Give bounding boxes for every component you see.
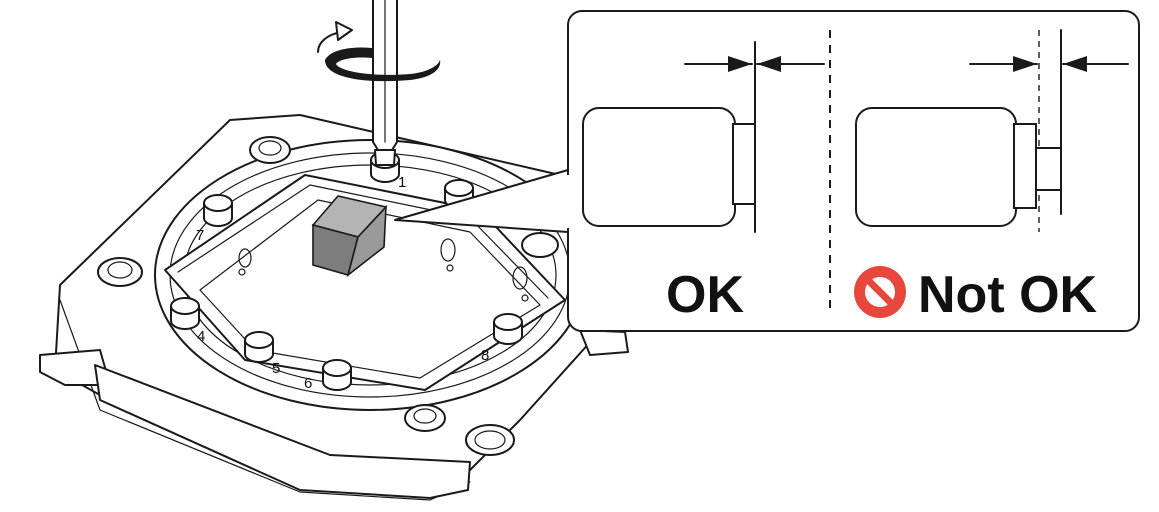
right-tab bbox=[579, 329, 629, 356]
post-number-7: 7 bbox=[196, 227, 204, 244]
ok-label: OK bbox=[666, 266, 744, 324]
post-number-4: 4 bbox=[197, 328, 205, 345]
rotation-arrow-icon bbox=[317, 21, 441, 82]
gray-block bbox=[311, 195, 388, 278]
corner-screw-right bbox=[521, 232, 559, 258]
prohibited-icon bbox=[854, 266, 906, 318]
callout-panel: OK Not OK bbox=[394, 10, 1140, 332]
post-5 bbox=[244, 331, 274, 363]
callout-pointer bbox=[394, 169, 569, 233]
post-6 bbox=[322, 359, 352, 391]
post-number-5: 5 bbox=[272, 360, 280, 377]
corner-hole-bottom-right bbox=[465, 424, 515, 456]
post-8 bbox=[493, 313, 523, 345]
post-number-8: 8 bbox=[481, 347, 489, 364]
left-tab bbox=[39, 349, 111, 386]
post-4 bbox=[170, 297, 200, 330]
post-7 bbox=[203, 194, 233, 227]
post-number-1: 1 bbox=[398, 174, 406, 191]
ok-example: OK bbox=[582, 41, 825, 324]
corner-screw-top-left bbox=[249, 136, 291, 164]
not-ok-example: Not OK bbox=[854, 29, 1129, 324]
corner-screw-left bbox=[97, 257, 143, 287]
not-ok-label: Not OK bbox=[918, 266, 1098, 324]
screwdriver-icon bbox=[372, 0, 398, 166]
corner-screw-bottom bbox=[404, 404, 446, 432]
mounting-bracket: 1 4 5 6 7 8 bbox=[39, 114, 629, 501]
post-number-6: 6 bbox=[304, 375, 312, 392]
